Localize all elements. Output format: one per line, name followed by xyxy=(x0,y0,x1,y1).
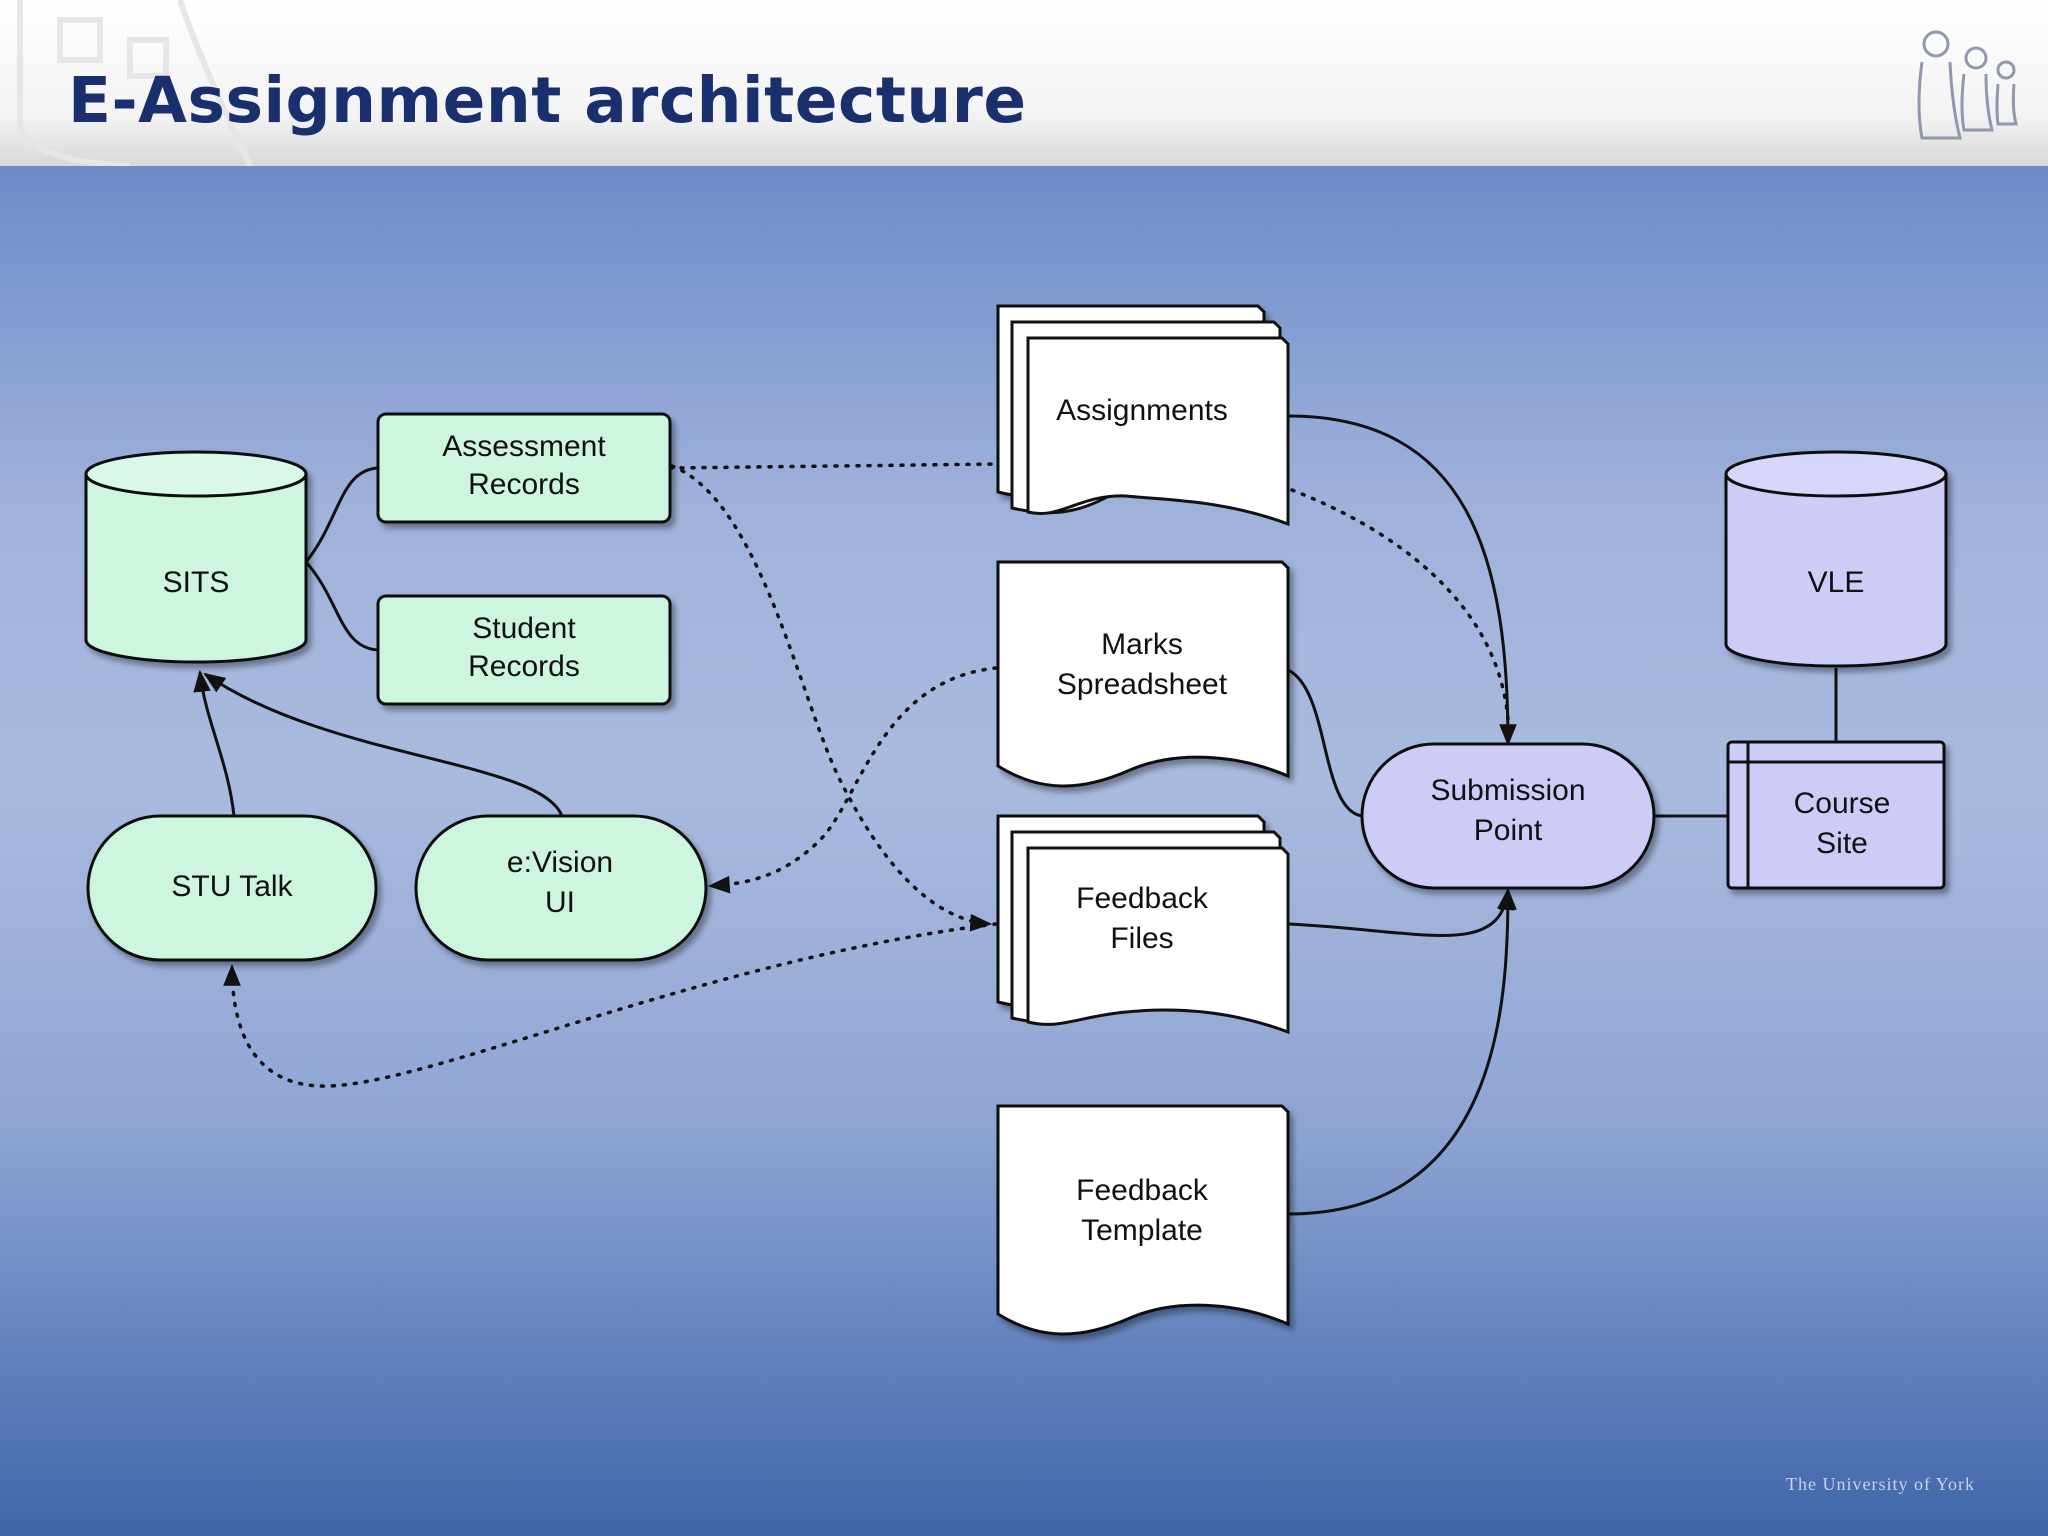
connector-sits-student xyxy=(304,561,379,652)
assignments-label: Assignments xyxy=(1056,394,1228,427)
feedback-template-document xyxy=(996,1104,1290,1336)
student-records-box xyxy=(376,594,672,706)
university-logo: The University of York xyxy=(1786,1474,1975,1494)
assessment-records-line2: Records xyxy=(468,468,580,501)
arrow-feedbackfiles-submission xyxy=(1287,887,1515,937)
crest-watermark-icon xyxy=(17,0,253,166)
sits-label: SITS xyxy=(163,566,230,599)
evision-ui-line1: e:Vision xyxy=(507,846,613,879)
sits-database xyxy=(84,450,308,664)
feedback-template-line2: Template xyxy=(1081,1214,1203,1247)
assessment-records-line1: Assessment xyxy=(442,430,606,463)
people-logo-icon xyxy=(1917,30,2018,140)
marks-spreadsheet-document xyxy=(996,560,1290,788)
evision-ui-line2: UI xyxy=(545,886,575,919)
arrow-stutalk-sits xyxy=(193,669,236,817)
evision-ui-box xyxy=(414,814,708,962)
arrow-evision-sits xyxy=(203,672,564,817)
stu-talk-box xyxy=(86,814,378,962)
vle-label: VLE xyxy=(1808,566,1865,599)
slide-title: E-Assignment architecture xyxy=(68,64,1027,137)
header-band: E-Assignment architecture xyxy=(0,0,2048,166)
feedback-files-line1: Feedback xyxy=(1076,882,1209,915)
course-site-line2: Site xyxy=(1816,827,1868,860)
marks-spreadsheet-line1: Marks xyxy=(1101,628,1183,661)
student-records-line2: Records xyxy=(468,650,580,683)
student-records-line1: Student xyxy=(472,612,576,645)
assessment-records-box xyxy=(376,412,672,524)
vle-database xyxy=(1724,450,1948,668)
stu-talk-label: STU Talk xyxy=(171,870,293,903)
arrow-assignments-submission xyxy=(1287,414,1517,747)
feedback-files-line2: Files xyxy=(1110,922,1173,955)
submission-point-line1: Submission xyxy=(1430,774,1585,807)
dotted-assessment-assignments xyxy=(668,462,1002,470)
dotted-assessment-feedbackfiles xyxy=(670,464,993,932)
submission-point-box xyxy=(1360,742,1656,890)
marks-spreadsheet-line2: Spreadsheet xyxy=(1057,668,1228,701)
diagram-area: SITS Assessment Records Student Records … xyxy=(0,166,2048,1536)
architecture-diagram: SITS Assessment Records Student Records … xyxy=(84,304,1948,1336)
connector-sits-assessment xyxy=(304,466,379,563)
course-site-line1: Course xyxy=(1794,787,1891,820)
dotted-feedbackfiles-stutalk xyxy=(223,922,998,1088)
submission-point-line2: Point xyxy=(1474,814,1543,847)
assignments-documents xyxy=(996,304,1290,527)
connector-marks-submission xyxy=(1287,668,1363,818)
dotted-assignments-submission xyxy=(1290,488,1510,722)
feedback-files-documents xyxy=(996,814,1290,1035)
dotted-marks-evision xyxy=(707,666,998,894)
feedback-template-line1: Feedback xyxy=(1076,1174,1209,1207)
course-site-box xyxy=(1726,740,1946,890)
arrow-feedbacktemplate-submission xyxy=(1287,887,1517,1216)
